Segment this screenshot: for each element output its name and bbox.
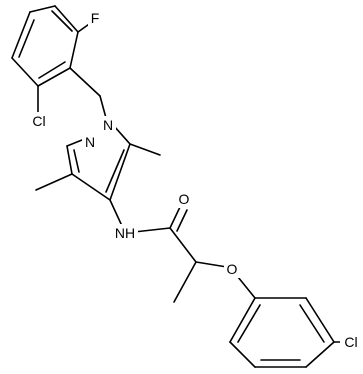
bond [237,276,256,299]
bond [113,125,131,145]
atom-label-f: F [88,10,102,28]
bond [195,261,228,268]
atom-label-text: N [85,134,95,150]
bond [38,61,66,79]
bond [35,173,73,191]
atom-label-n2: N [82,133,98,151]
bond [169,206,181,229]
atom-label-n1: N [100,116,116,134]
bond [305,297,335,343]
bond [66,145,73,175]
bond [54,5,79,33]
fluorochlorobenzyl-ring [11,5,101,113]
bond [18,19,35,58]
atom-label-text: Cl [344,334,357,350]
bond [109,143,131,201]
bond [109,199,123,227]
bond [69,31,79,69]
atom-label-nh: NH [112,224,138,242]
chlorophenoxy-ring [229,276,343,368]
bond [305,341,335,368]
amide-linkage [133,206,228,303]
bond [129,143,161,156]
bond [69,67,101,97]
atom-label-cl-top: Cl [27,112,51,130]
bond [37,67,71,87]
bond [169,227,197,263]
atom-label-text: O [227,261,238,277]
bond [71,173,111,201]
atom-label-o-carbonyl: O [176,190,192,208]
bond [11,57,39,87]
bond [11,11,31,59]
atom-label-text: N [103,117,113,133]
bond [176,209,188,232]
atom-label-cl-bottom: Cl [340,333,363,351]
bond [229,341,256,368]
bond [173,261,197,303]
atom-label-text: F [91,10,100,26]
atom-label-text: NH [115,225,135,241]
atom-label-o-ether: O [224,260,240,278]
bond [105,149,125,193]
bond [99,95,107,119]
bond [237,304,261,343]
bond [51,10,73,32]
atom-label-text: O [179,191,190,207]
bond [133,227,171,233]
bond [29,5,56,13]
bond [73,149,80,173]
bond [229,297,256,343]
dimethylpyrazole-ring [35,95,161,227]
atom-label-text: Cl [32,113,45,129]
bond [299,304,325,343]
